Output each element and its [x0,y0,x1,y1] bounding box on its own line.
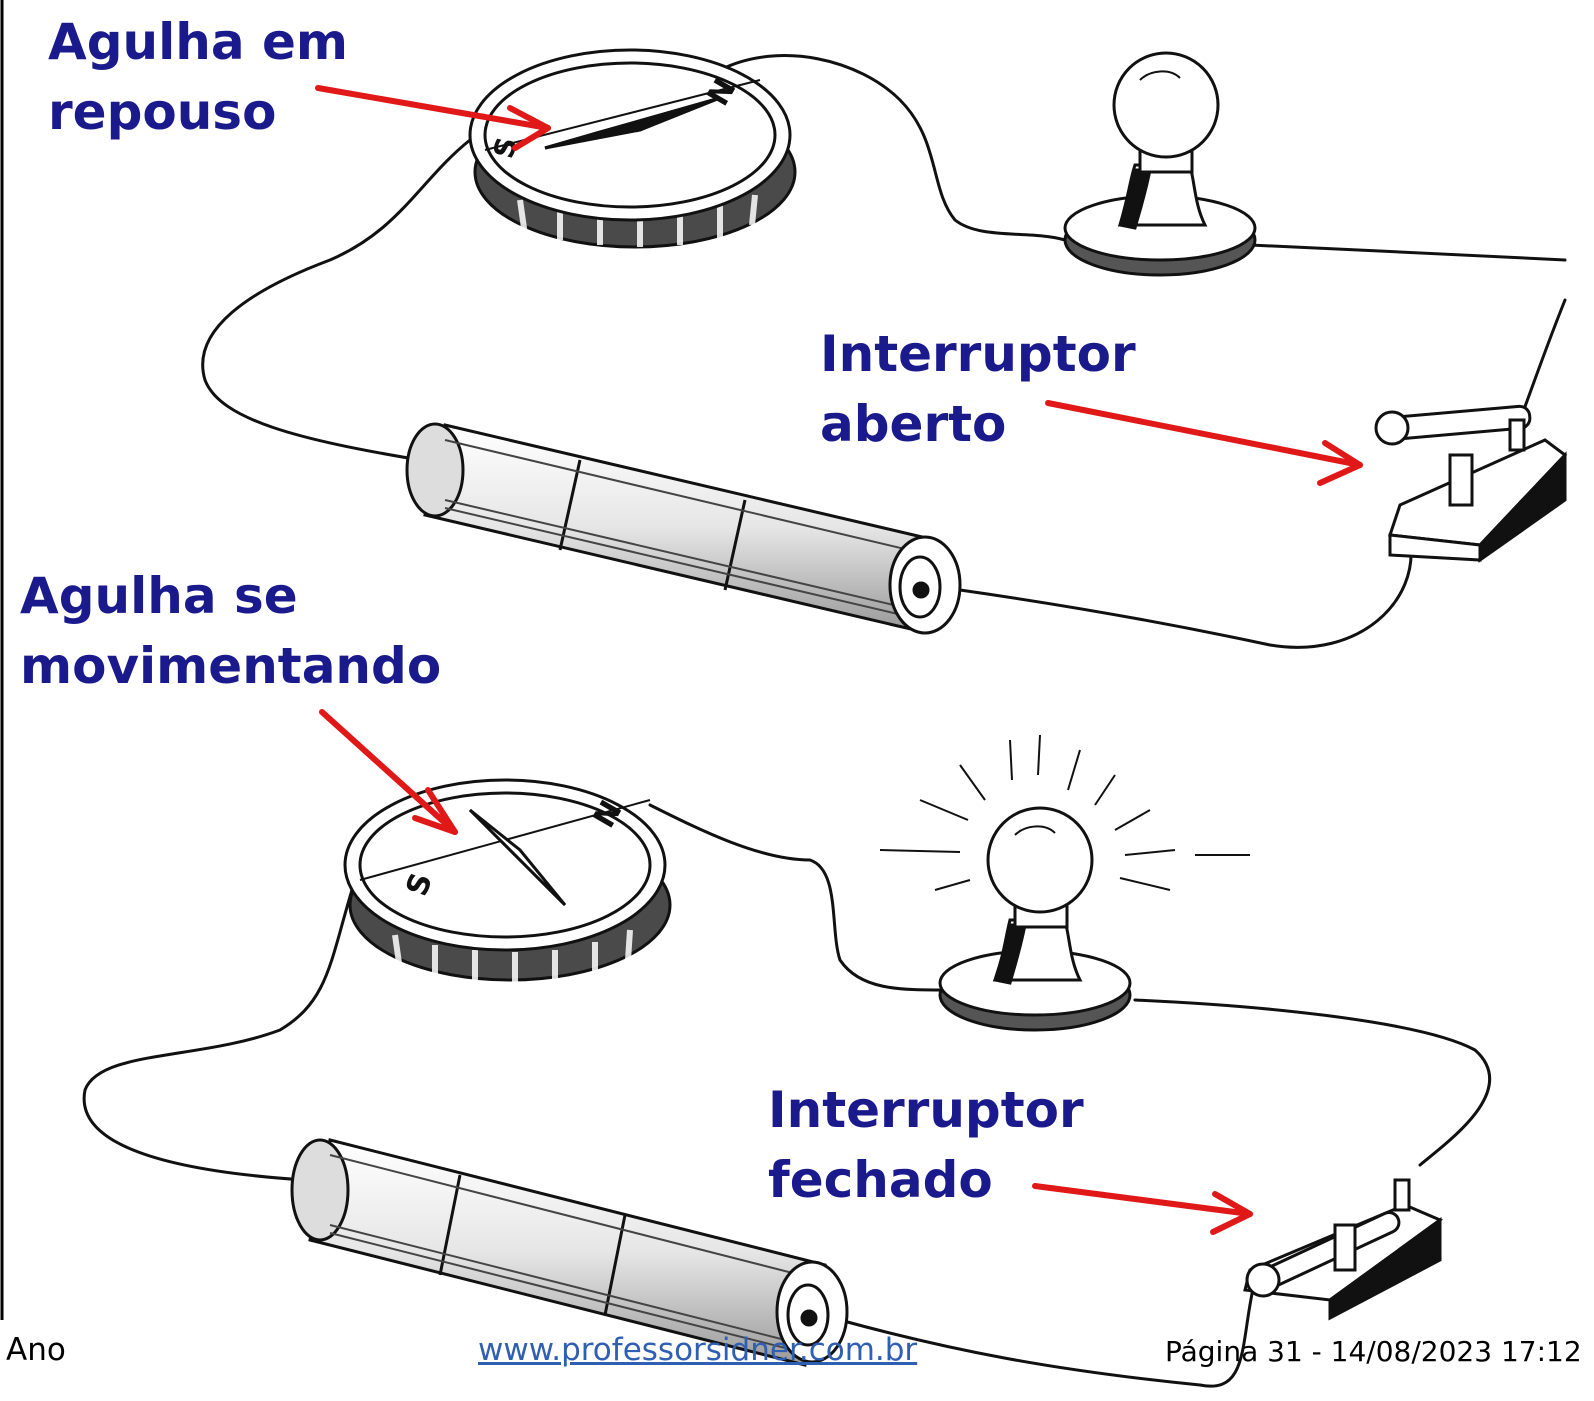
label-needle-rest: Agulha em repouso [48,13,348,141]
footer-link[interactable]: www.professorsidner.com.br [478,1332,918,1368]
battery-top [405,422,962,635]
light-rays [879,734,1250,891]
arrow-switch-closed [1032,1183,1253,1217]
bulb-top [1063,51,1257,277]
footer-page-date: Página 31 - 14/08/2023 17:12 [1165,1335,1582,1368]
compass-bottom [343,778,672,982]
wire [1518,298,1567,422]
arrow-switch-open [1045,400,1363,468]
arrows [315,85,1363,1235]
bulb-bottom-lit [879,734,1250,1032]
wire [201,138,472,462]
bottom-circuit [82,803,1492,1388]
label-switch-closed: Interruptor fechado [768,1081,1084,1209]
footer-left: Ano [6,1332,66,1368]
top-circuit [201,54,1567,649]
wire [958,538,1413,649]
compass-top [468,48,797,249]
wire [82,878,357,1182]
wire [1248,243,1567,262]
label-switch-open: Interruptor aberto [820,325,1136,453]
arrow-needle-moving [319,709,458,835]
wire [718,54,1067,242]
wire [1133,998,1492,1167]
switch-bottom [1243,1178,1444,1321]
label-needle-moving: Agulha se movimentando [20,567,442,695]
switch-top [1374,404,1568,563]
wire [838,1278,1257,1388]
footer-link-wrap: www.professorsidner.com.br [478,1332,917,1368]
battery-bottom [290,1138,849,1367]
wire [648,803,947,992]
arrow-needle-rest [315,85,551,131]
